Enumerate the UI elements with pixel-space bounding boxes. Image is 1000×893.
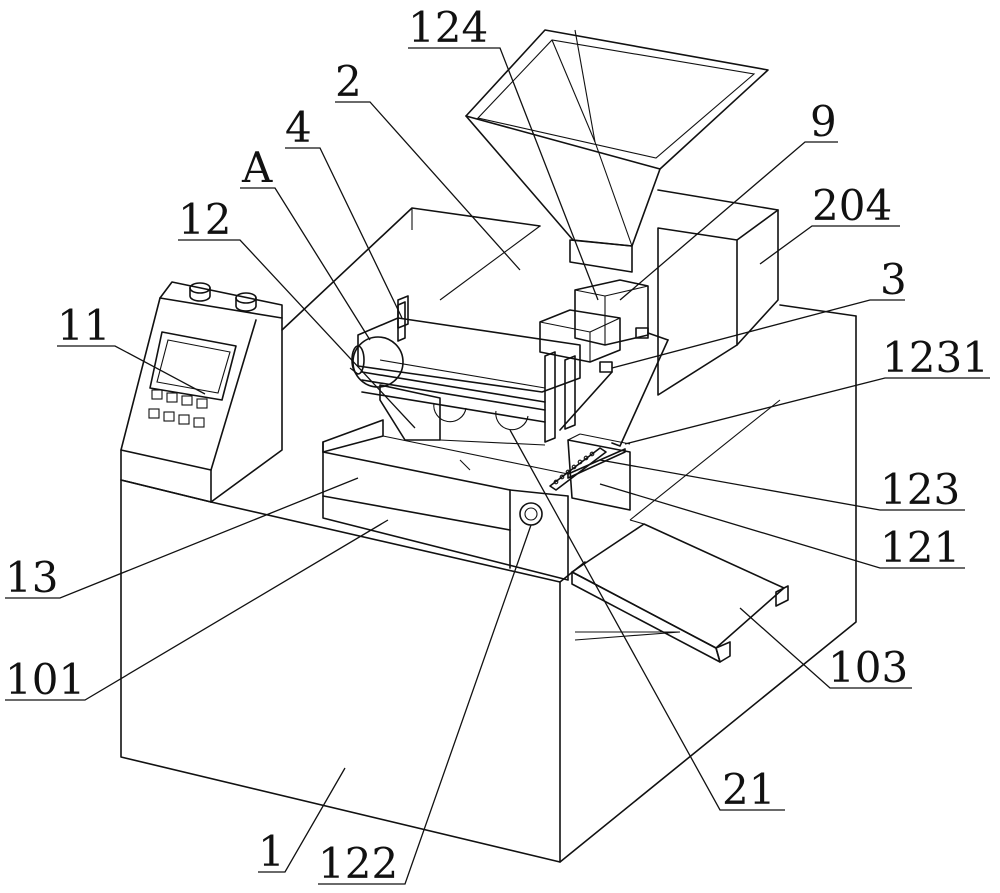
label-204: 204	[812, 181, 892, 230]
label-21: 21	[722, 765, 775, 814]
label-9: 9	[810, 97, 837, 146]
hopper	[465, 29, 769, 273]
label-1231: 1231	[882, 333, 989, 382]
label-101: 101	[5, 655, 85, 704]
label-A: A	[241, 143, 273, 192]
label-122: 122	[318, 839, 398, 888]
housing	[281, 189, 779, 396]
side-panel	[549, 433, 631, 511]
roller-frame	[349, 295, 581, 446]
control-box	[120, 281, 283, 503]
label-11: 11	[57, 301, 110, 350]
label-12: 12	[178, 195, 231, 244]
label-123: 123	[880, 465, 960, 514]
label-4: 4	[285, 103, 312, 152]
leader-lines	[5, 47, 990, 885]
label-2: 2	[335, 57, 362, 106]
discharge-chute	[571, 519, 789, 663]
label-3: 3	[880, 255, 907, 304]
label-124: 124	[408, 3, 488, 52]
drive-blocks	[539, 279, 669, 447]
collection-tray	[322, 419, 626, 581]
reference-labels: 124 2 4 A 9 12 204 11 3 1231 123 121 13 …	[5, 3, 989, 888]
label-13: 13	[5, 553, 58, 602]
control-buttons	[148, 389, 208, 428]
perforated-strip	[549, 447, 607, 491]
label-1: 1	[258, 827, 285, 876]
label-121: 121	[880, 523, 960, 572]
label-103: 103	[828, 643, 908, 692]
